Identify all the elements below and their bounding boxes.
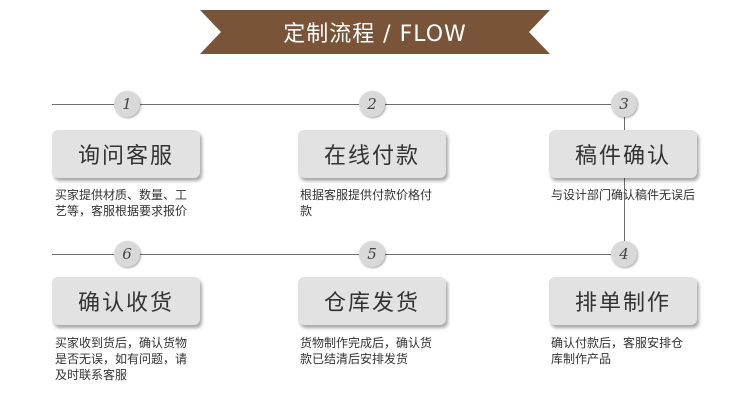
- step-4-description: 确认付款后，客服安排仓库制作产品: [551, 336, 684, 366]
- flow-banner: 定制流程 / FLOW: [200, 10, 550, 54]
- step-6-label: 确认收货: [77, 291, 174, 316]
- step-number-4: 4: [611, 241, 637, 267]
- top-connector-line: [52, 104, 624, 105]
- step-1-description: 买家提供材质、数量、工艺等，客服根据要求报价: [55, 188, 188, 218]
- step-2-description: 根据客服提供付款价格付款: [300, 188, 433, 218]
- step-5-box: 仓库发货: [298, 277, 446, 325]
- step-2-box: 在线付款: [298, 130, 446, 178]
- step-5-description: 货物制作完成后，确认货款已结清后安排发货: [300, 336, 433, 366]
- step-number-6: 6: [114, 241, 140, 267]
- step-4-label: 排单制作: [574, 291, 671, 316]
- step-number-5: 5: [359, 241, 385, 267]
- banner-title: 定制流程 / FLOW: [283, 22, 467, 47]
- step-2-label: 在线付款: [323, 144, 420, 169]
- step-6-box: 确认收货: [52, 277, 200, 325]
- step-number-2: 2: [359, 91, 385, 117]
- step-number-3: 3: [611, 91, 637, 117]
- step-3-description: 与设计部门确认稿件无误后: [551, 188, 696, 202]
- step-4-box: 排单制作: [549, 277, 697, 325]
- step-6-description: 买家收到货后，确认货物是否无误，如有问题，请及时联系客服: [55, 336, 188, 382]
- step-3-box: 稿件确认: [549, 130, 697, 178]
- step-1-box: 询问客服: [52, 130, 200, 178]
- bottom-connector-line: [52, 254, 624, 255]
- right-connector-line: [624, 104, 625, 254]
- step-number-1: 1: [114, 91, 140, 117]
- step-1-label: 询问客服: [77, 144, 174, 169]
- step-5-label: 仓库发货: [323, 291, 420, 316]
- step-3-label: 稿件确认: [574, 144, 671, 169]
